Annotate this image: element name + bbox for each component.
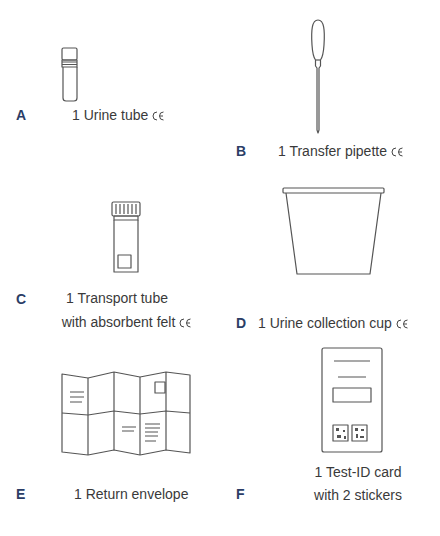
item-letter: F [236,486,245,502]
item-label: 1 Urine collection cup [258,315,392,331]
item-letter: D [236,315,246,331]
item-label-box: 1 Test-ID card with 2 stickers [308,461,408,507]
item-letter: C [16,291,26,307]
item-letter-box: A [16,106,26,124]
item-letter-box: D [236,314,246,332]
item-label-box: 1 Urine collection cup [258,314,409,332]
item-label-box: 1 Urine tube [72,106,165,124]
item-label: 1 Urine tube [72,107,148,123]
item-letter-box: C [16,290,26,308]
ce-mark [152,111,165,121]
item-label-box: 1 Transfer pipette [278,142,404,160]
item-letter-box: F [236,485,245,503]
return-envelope [62,372,190,455]
item-label: 1 Transfer pipette [278,143,387,159]
ce-mark [179,318,192,328]
item-letter: B [236,143,246,159]
item-label: 1 Test-ID card with 2 stickers [314,464,402,503]
test-id-card [322,348,382,452]
item-label: 1 Return envelope [74,486,188,502]
item-label: 1 Transport tube with absorbent felt [62,290,176,330]
transport-tube [112,202,140,272]
ce-mark [396,319,409,329]
collection-cup [283,188,384,274]
item-label-box: 1 Transport tube with absorbent felt [56,286,178,334]
item-letter: E [16,486,25,502]
item-label-box: 1 Return envelope [74,485,188,503]
item-letter: A [16,107,26,123]
transfer-pipette [312,20,325,133]
item-letter-box: E [16,485,25,503]
item-letter-box: B [236,142,246,160]
ce-mark [391,147,404,157]
urine-tube [62,48,77,101]
